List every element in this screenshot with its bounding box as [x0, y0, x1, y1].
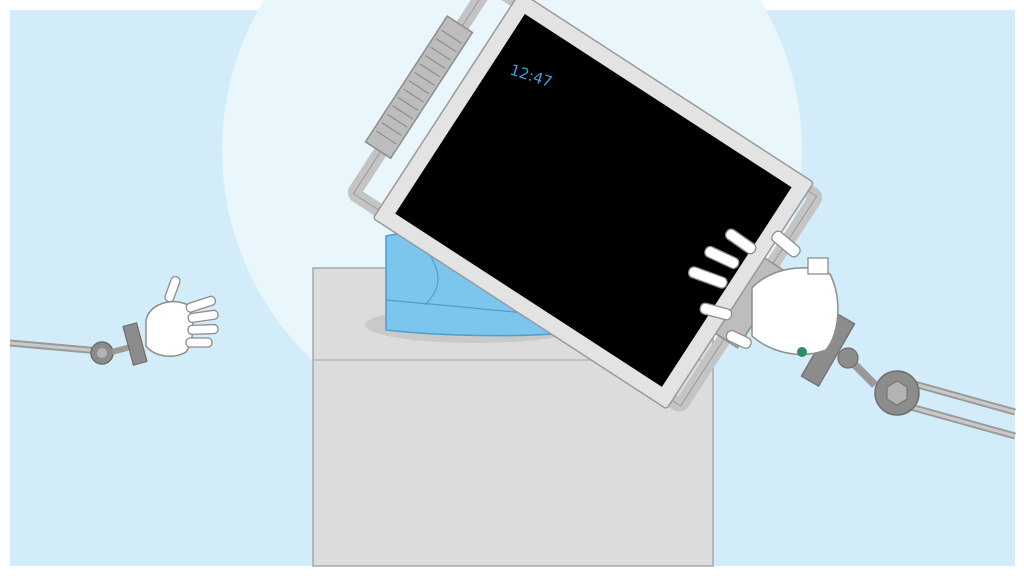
- left-robot-arm: [9, 322, 148, 366]
- right-robot-hand: [687, 228, 839, 357]
- indicator-led: [797, 347, 807, 357]
- left-robot-hand: [145, 275, 219, 358]
- tablet-screen: [395, 14, 792, 387]
